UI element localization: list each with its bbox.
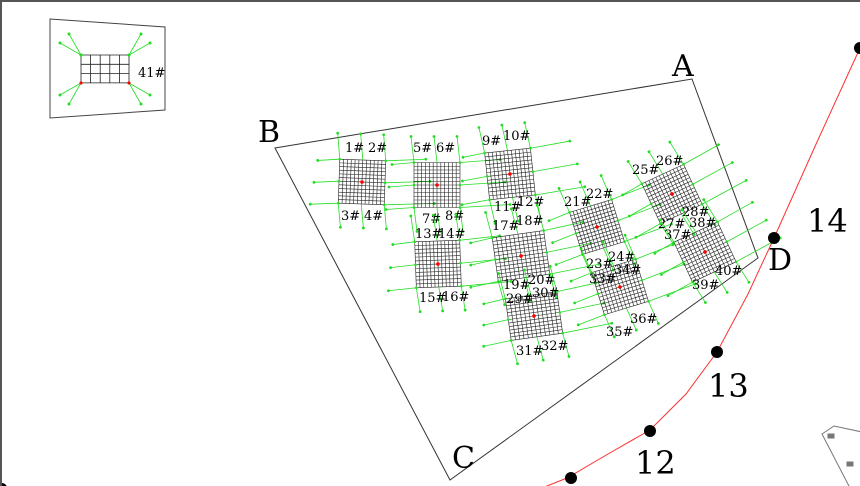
block-label: 36# (630, 312, 657, 327)
center-anchor-point (436, 262, 440, 266)
block-label: 30# (532, 286, 559, 301)
station-marker-15[interactable] (854, 42, 860, 54)
block-label: 16# (442, 290, 469, 305)
grid-block[interactable] (472, 257, 617, 369)
center-anchor-point (532, 314, 536, 318)
block-label: 37# (664, 228, 691, 243)
point-label-d: D (768, 243, 792, 278)
block-label: 21# (564, 195, 591, 210)
block-label: 1# (345, 141, 364, 156)
station-marker-13[interactable] (711, 346, 723, 358)
block-label: 13# (415, 227, 442, 242)
block-label: 33# (589, 272, 616, 287)
block-label: 35# (606, 325, 633, 340)
block-label: 3# (341, 209, 360, 224)
point-label-b: B (258, 115, 280, 150)
block-label: 10# (503, 129, 530, 144)
center-anchor-point (508, 172, 512, 176)
anchor-leaders (569, 233, 697, 339)
grid-block[interactable] (384, 211, 513, 314)
block-label: 20# (528, 273, 555, 288)
block-label: 32# (541, 339, 568, 354)
center-anchor-point (595, 225, 599, 229)
block-label: 19# (503, 278, 530, 293)
block-label: 7# (422, 212, 441, 227)
center-anchor-point (703, 250, 707, 254)
center-anchor-point (519, 254, 523, 258)
block-label: 6# (436, 141, 455, 156)
anchor-leaders (547, 174, 673, 278)
inset-label: 41# (138, 66, 165, 81)
grid-block[interactable] (453, 116, 590, 229)
grid-block[interactable] (459, 196, 604, 310)
station-marker-14[interactable] (768, 232, 780, 244)
grid-block[interactable] (555, 218, 705, 348)
block-label: 2# (368, 141, 387, 156)
center-anchor-point (435, 183, 439, 187)
block-label: 34# (614, 263, 641, 278)
center-anchor-point (670, 192, 674, 196)
block-label: 5# (413, 141, 432, 156)
block-label: 22# (586, 187, 613, 202)
partial-structure (821, 425, 860, 486)
point-label-c: C (452, 441, 475, 476)
block-label: 8# (445, 209, 464, 224)
anchor-leaders (469, 203, 601, 307)
block-label: 39# (692, 278, 719, 293)
block-label: 9# (482, 134, 501, 149)
anchor-leaders (387, 212, 513, 314)
site-boundary (274, 78, 759, 481)
anchor-leaders (460, 121, 587, 225)
block-label: 14# (438, 227, 465, 242)
block-label: 11# (494, 200, 521, 215)
station-marker-12[interactable] (644, 425, 656, 437)
block-label: 4# (364, 209, 383, 224)
grid-block[interactable] (308, 131, 438, 232)
block-label: 25# (632, 163, 659, 178)
block-label: 31# (516, 344, 543, 359)
block-label: 15# (419, 291, 446, 306)
block-label: 18# (516, 214, 543, 229)
corner-marker (2, 483, 7, 486)
station-label-14: 14 (807, 202, 848, 240)
block-label: 26# (656, 154, 683, 169)
inset-grid (58, 32, 152, 106)
center-anchor-point (360, 180, 364, 184)
anchor-leaders (482, 264, 614, 366)
block-label: 40# (715, 264, 742, 279)
block-label: 29# (506, 292, 533, 307)
anchor-leaders (308, 131, 436, 231)
anchor-leaders (653, 198, 782, 304)
station-label-13: 13 (708, 367, 749, 405)
station-label-12: 12 (635, 444, 676, 482)
center-anchor-point (618, 285, 622, 289)
inset-frame: 41# (49, 18, 166, 119)
grid-block[interactable] (604, 118, 760, 259)
grid-block[interactable] (636, 175, 794, 317)
block-label: 17# (492, 219, 519, 234)
block-label: 12# (517, 195, 544, 210)
station-marker-11[interactable] (565, 472, 577, 484)
block-label: 38# (689, 216, 716, 231)
block-label: 27# (658, 217, 685, 232)
route-curve (545, 47, 860, 486)
block-label: 28# (682, 205, 709, 220)
anchor-leaders (621, 140, 748, 246)
grid-blocks: 1# 2# 3# 4# 5# 6# 7# 8# 9#10# 11#12# 13#14# 15#16# 1… (308, 116, 794, 369)
point-label-a: A (671, 49, 694, 84)
grid-block[interactable] (533, 158, 681, 287)
